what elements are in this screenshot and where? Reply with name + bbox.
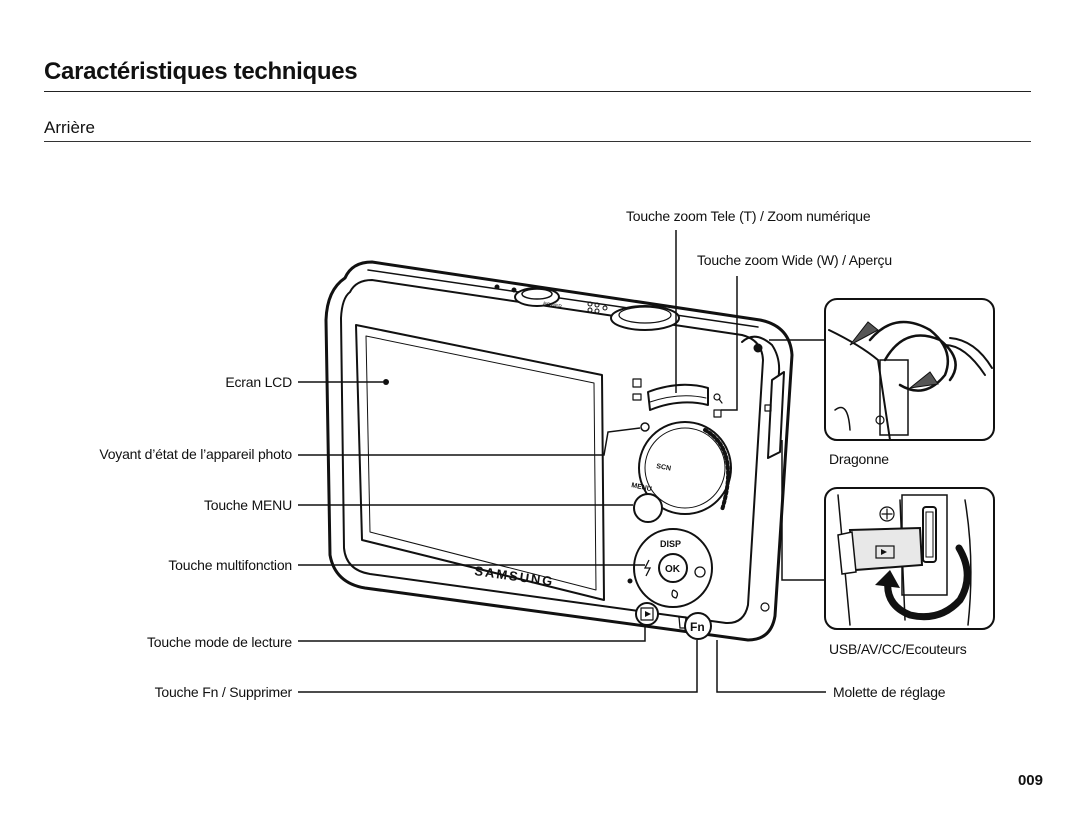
callout-strap: Dragonne: [829, 451, 889, 467]
section-divider: [44, 141, 1031, 142]
page-number: 009: [1017, 772, 1043, 789]
menu-label: MENU: [631, 482, 653, 493]
callout-playback: Touche mode de lecture: [146, 634, 292, 650]
title-divider: [44, 91, 1031, 92]
ok-label: OK: [665, 564, 681, 575]
page-title: Caractéristiques techniques: [44, 58, 358, 85]
scn-label: SCN: [656, 463, 672, 472]
callout-dial: Molette de réglage: [833, 684, 946, 700]
trash-icon: [678, 616, 687, 629]
macro-icon: [671, 589, 679, 599]
callout-multifunction: Touche multifonction: [168, 557, 292, 573]
flash-icon: [643, 559, 652, 577]
disp-label: DISP: [660, 539, 681, 549]
callout-status-lamp: Voyant d’état de l’appareil photo: [99, 446, 292, 462]
fn-label: Fn: [690, 620, 705, 634]
callout-lcd: Ecran LCD: [225, 374, 292, 390]
callout-fn-delete: Touche Fn / Supprimer: [154, 684, 293, 700]
callout-menu: Touche MENU: [203, 497, 292, 513]
callout-usb: USB/AV/CC/Ecouteurs: [829, 641, 967, 657]
timer-icon: [694, 566, 706, 578]
callout-zoom-tele: Touche zoom Tele (T) / Zoom numérique: [626, 208, 871, 224]
power-label: POWER: [543, 301, 563, 310]
section-heading: Arrière: [44, 118, 96, 137]
callout-zoom-wide: Touche zoom Wide (W) / Aperçu: [697, 252, 892, 268]
